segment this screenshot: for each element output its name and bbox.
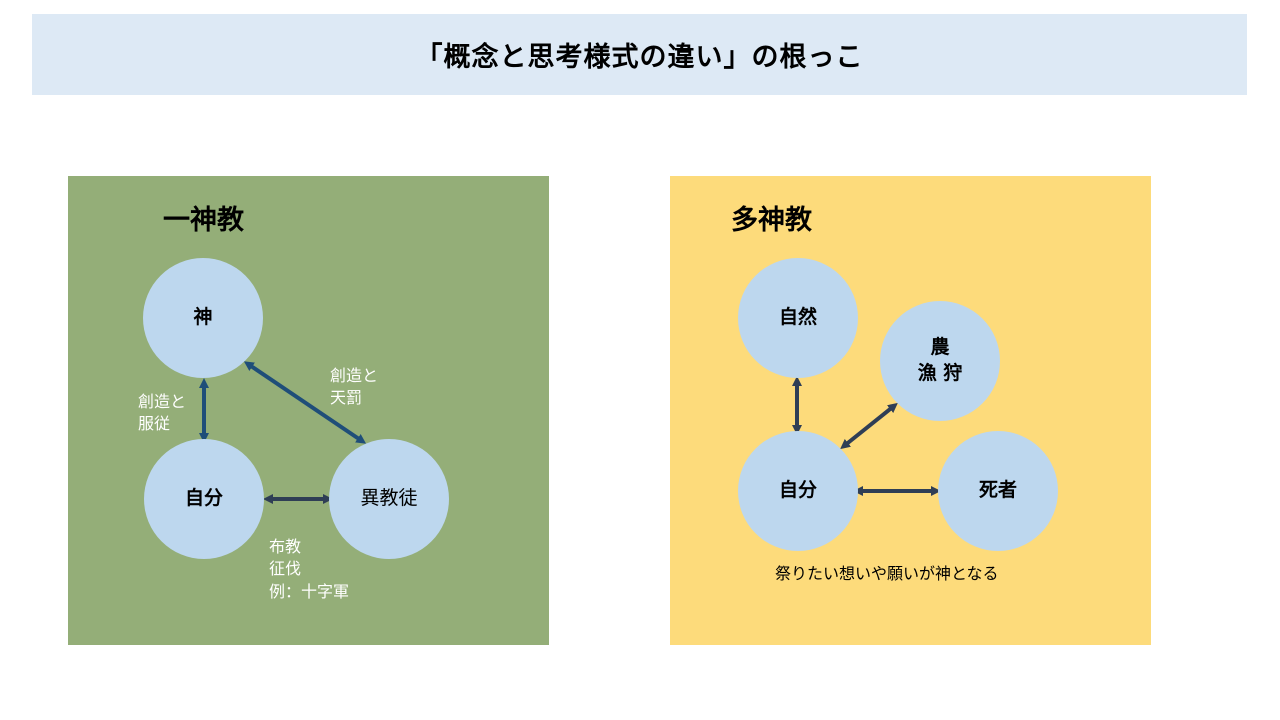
page-title: 「概念と思考様式の違い」の根っこ (415, 42, 864, 73)
caption-prayer-becomes-god: 祭りたい想いや願いが神となる (775, 564, 999, 583)
polytheism-heading: 多神教 (731, 205, 812, 236)
node-dead: 死者 (938, 431, 1058, 551)
node-nature: 自然 (738, 258, 858, 378)
polytheism-arrows (792, 376, 941, 496)
node-farming-fishing-hunting: 農 漁 狩 (880, 301, 1000, 421)
monotheism-heading: 一神教 (163, 205, 244, 236)
label-creation-punishment: 創造と 天罰 (330, 366, 379, 408)
node-self: 自分 (144, 439, 264, 559)
polytheism-panel: 多神教 自然 農 漁 狩 自分 死者 祭りたい想いや願いが神となる (670, 176, 1151, 645)
monotheism-arrows (199, 361, 367, 504)
label-mission-conquest: 布教 征伐 例：十字軍 (269, 537, 350, 601)
arrow-farming-self (840, 402, 898, 450)
node-self: 自分 (738, 431, 858, 551)
node-god: 神 (143, 258, 263, 378)
monotheism-panel: 一神教 神 自分 異教徒 創造と 服従 創造と 天罰 布教 征伐 例：十字軍 (68, 176, 549, 645)
title-banner: 「概念と思考様式の違い」の根っこ (32, 14, 1247, 95)
arrow-god-heathen (243, 361, 367, 444)
label-creation-obedience: 創造と 服従 (138, 392, 187, 434)
node-heathen: 異教徒 (329, 439, 449, 559)
